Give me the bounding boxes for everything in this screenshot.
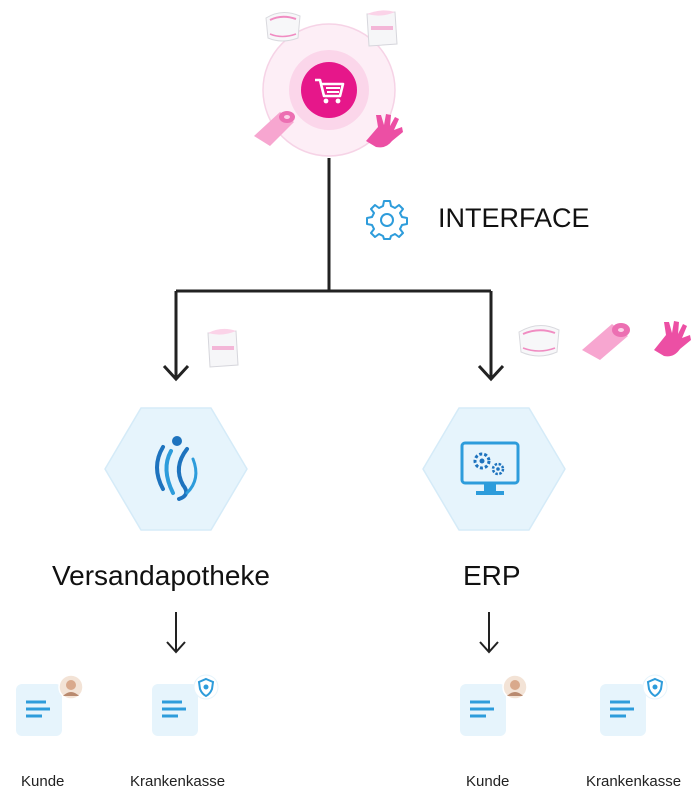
underpad-roll-icon (250, 104, 298, 148)
erp-label: ERP (463, 560, 521, 591)
krankenkasse-document-card (596, 680, 662, 740)
kunde-document-card (12, 680, 78, 740)
interface-label: INTERFACE (438, 203, 590, 233)
krankenkasse-document-card (148, 680, 214, 740)
kunde-label: Kunde (466, 773, 510, 790)
wipes-box-icon (361, 6, 401, 50)
krankenkasse-label: Krankenkasse (586, 773, 682, 790)
underpad-roll-icon (578, 316, 634, 362)
shop-hub (257, 22, 402, 157)
wipes-box-icon (202, 323, 244, 371)
insurance-shield-icon (642, 674, 668, 700)
krankenkasse-label: Krankenkasse (130, 773, 226, 790)
versandapotheke-label: Versandapotheke (52, 560, 270, 591)
kunde-document-card (456, 680, 522, 740)
kunde-label: Kunde (21, 773, 65, 790)
versandapotheke-hexagon (103, 406, 249, 532)
customer-avatar-icon (502, 674, 528, 700)
erp-hexagon (421, 406, 567, 532)
customer-avatar-icon (58, 674, 84, 700)
glove-icon (362, 111, 406, 151)
pharmacy-logo-icon (143, 433, 209, 505)
insurance-shield-icon (193, 674, 219, 700)
shopping-cart-icon (307, 68, 351, 112)
glove-icon (650, 318, 696, 360)
face-mask-icon (260, 8, 306, 46)
computer-settings-icon (458, 439, 524, 501)
face-mask-icon (513, 320, 565, 362)
gear-icon (366, 198, 408, 240)
